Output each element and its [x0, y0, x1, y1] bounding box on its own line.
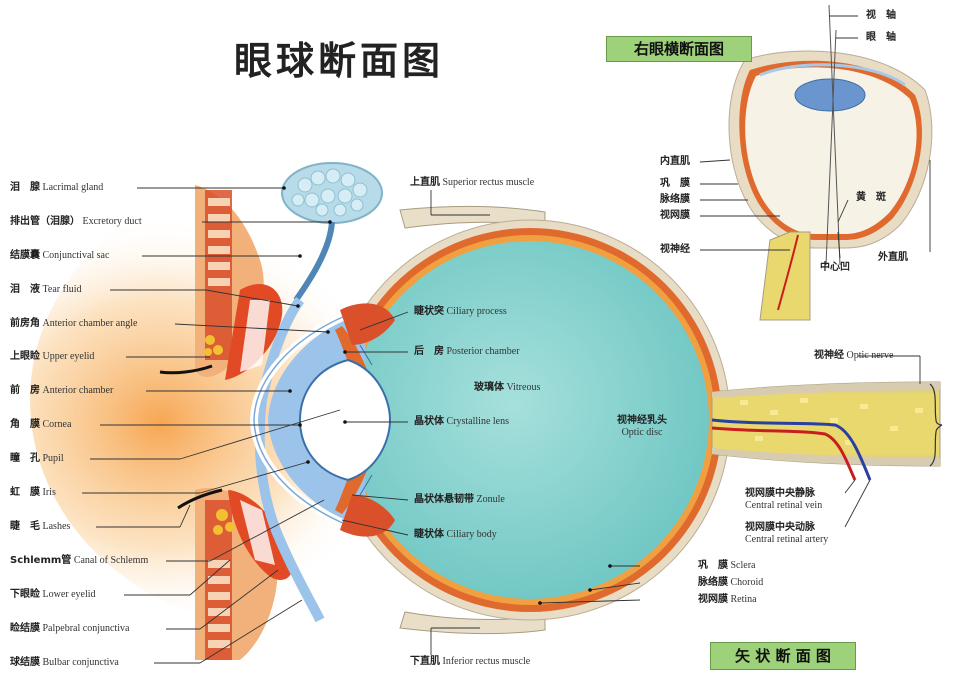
- crystalline-lens: [298, 358, 392, 482]
- ciliary-body-upper: [340, 303, 395, 345]
- optic-axis-line: [825, 29, 837, 266]
- central-retinal-vein: [711, 418, 872, 481]
- conjunctiva-strip: [254, 297, 325, 623]
- label-zonule: 晶状体悬韧带 Zonule: [414, 494, 505, 505]
- iris-upper: [335, 326, 368, 372]
- lower-lash: [177, 488, 223, 510]
- inset-optic-nerve: [759, 231, 811, 321]
- label-iris: 虹 膜 Iris: [10, 487, 56, 498]
- inset-label-fovea: 中心凹: [820, 262, 850, 273]
- label-lower-eyelid: 下眼睑 Lower eyelid: [10, 589, 96, 600]
- inset-label-choroid: 脉络膜: [660, 194, 690, 205]
- label-bulbar-conjunctiva: 球结膜 Bulbar conjunctiva: [10, 657, 119, 668]
- label-sclera: 巩 膜 Sclera: [698, 560, 756, 571]
- zonule-upper: [359, 344, 373, 366]
- label-superior-rectus: 上直肌 Superior rectus muscle: [410, 177, 535, 188]
- iris-lower: [335, 468, 368, 514]
- label-posterior-chamber: 后 房 Posterior chamber: [414, 346, 520, 357]
- inset-label-medial-rectus: 内直肌: [660, 156, 690, 167]
- label-anterior-chamber: 前 房 Anterior chamber: [10, 385, 114, 396]
- inset-title-tag: 右眼横断面图: [606, 36, 752, 62]
- inset-label-optic-nerve: 视神经: [660, 244, 690, 255]
- inset-label-sclera: 巩 膜: [660, 178, 690, 189]
- label-crystalline-lens: 晶状体 Crystalline lens: [414, 416, 509, 427]
- label-tear-fluid: 泪 液 Tear fluid: [10, 284, 82, 295]
- label-choroid: 脉络膜 Choroid: [698, 577, 764, 588]
- optic-nerve-brace: [929, 383, 943, 467]
- excretory-duct: [293, 221, 335, 302]
- label-excretory-duct: 排出管（泪腺） Excretory duct: [10, 216, 142, 227]
- inset-label-lateral-rectus: 外直肌: [878, 252, 908, 263]
- zonule-lower: [359, 474, 373, 496]
- inset-label-retina: 视网膜: [660, 210, 690, 221]
- label-pupil: 瞳 孔 Pupil: [10, 453, 64, 464]
- label-conjunctival-sac: 结膜囊 Conjunctival sac: [10, 250, 110, 261]
- inset-label-macula: 黄 斑: [856, 192, 886, 203]
- label-anterior-chamber-angle: 前房角 Anterior chamber angle: [10, 318, 138, 329]
- label-cornea: 角 膜 Cornea: [10, 419, 72, 430]
- label-optic-nerve: 视神经 Optic nerve: [814, 350, 894, 361]
- label-vitreous: 玻璃体 Vitreous: [474, 382, 541, 393]
- label-upper-eyelid: 上眼睑 Upper eyelid: [10, 351, 95, 362]
- inset-lens: [794, 78, 866, 112]
- vitreous-body: [351, 241, 709, 599]
- upper-eyelid-tissue: [195, 185, 283, 380]
- label-inferior-rectus: 下直肌 Inferior rectus muscle: [410, 656, 531, 667]
- upper-lash: [159, 364, 213, 375]
- label-ciliary-process: 睫状突 Ciliary process: [414, 306, 507, 317]
- label-palpebral-conjunctiva: 睑结膜 Palpebral conjunctiva: [10, 623, 130, 634]
- leader-lines: [82, 15, 931, 664]
- label-lacrimal-gland: 泪 腺 Lacrimal gland: [10, 182, 104, 193]
- central-retinal-artery: [711, 426, 857, 481]
- label-ciliary-body: 睫状体 Ciliary body: [414, 529, 497, 540]
- ciliary-body-lower: [340, 495, 395, 537]
- label-retina: 视网膜 Retina: [698, 594, 757, 605]
- page-title: 眼球断面图: [234, 39, 445, 83]
- label-lashes: 睫 毛 Lashes: [10, 521, 71, 532]
- inset-label-optic-axis: 眼 轴: [866, 32, 896, 43]
- label-canal-of-schlemm: Schlemm管 Canal of Schlemm: [10, 555, 149, 566]
- inset-transverse-section: [728, 4, 933, 321]
- sagittal-title-tag: 矢 状 断 面 图: [710, 642, 856, 670]
- inset-label-visual-axis: 视 轴: [866, 10, 896, 21]
